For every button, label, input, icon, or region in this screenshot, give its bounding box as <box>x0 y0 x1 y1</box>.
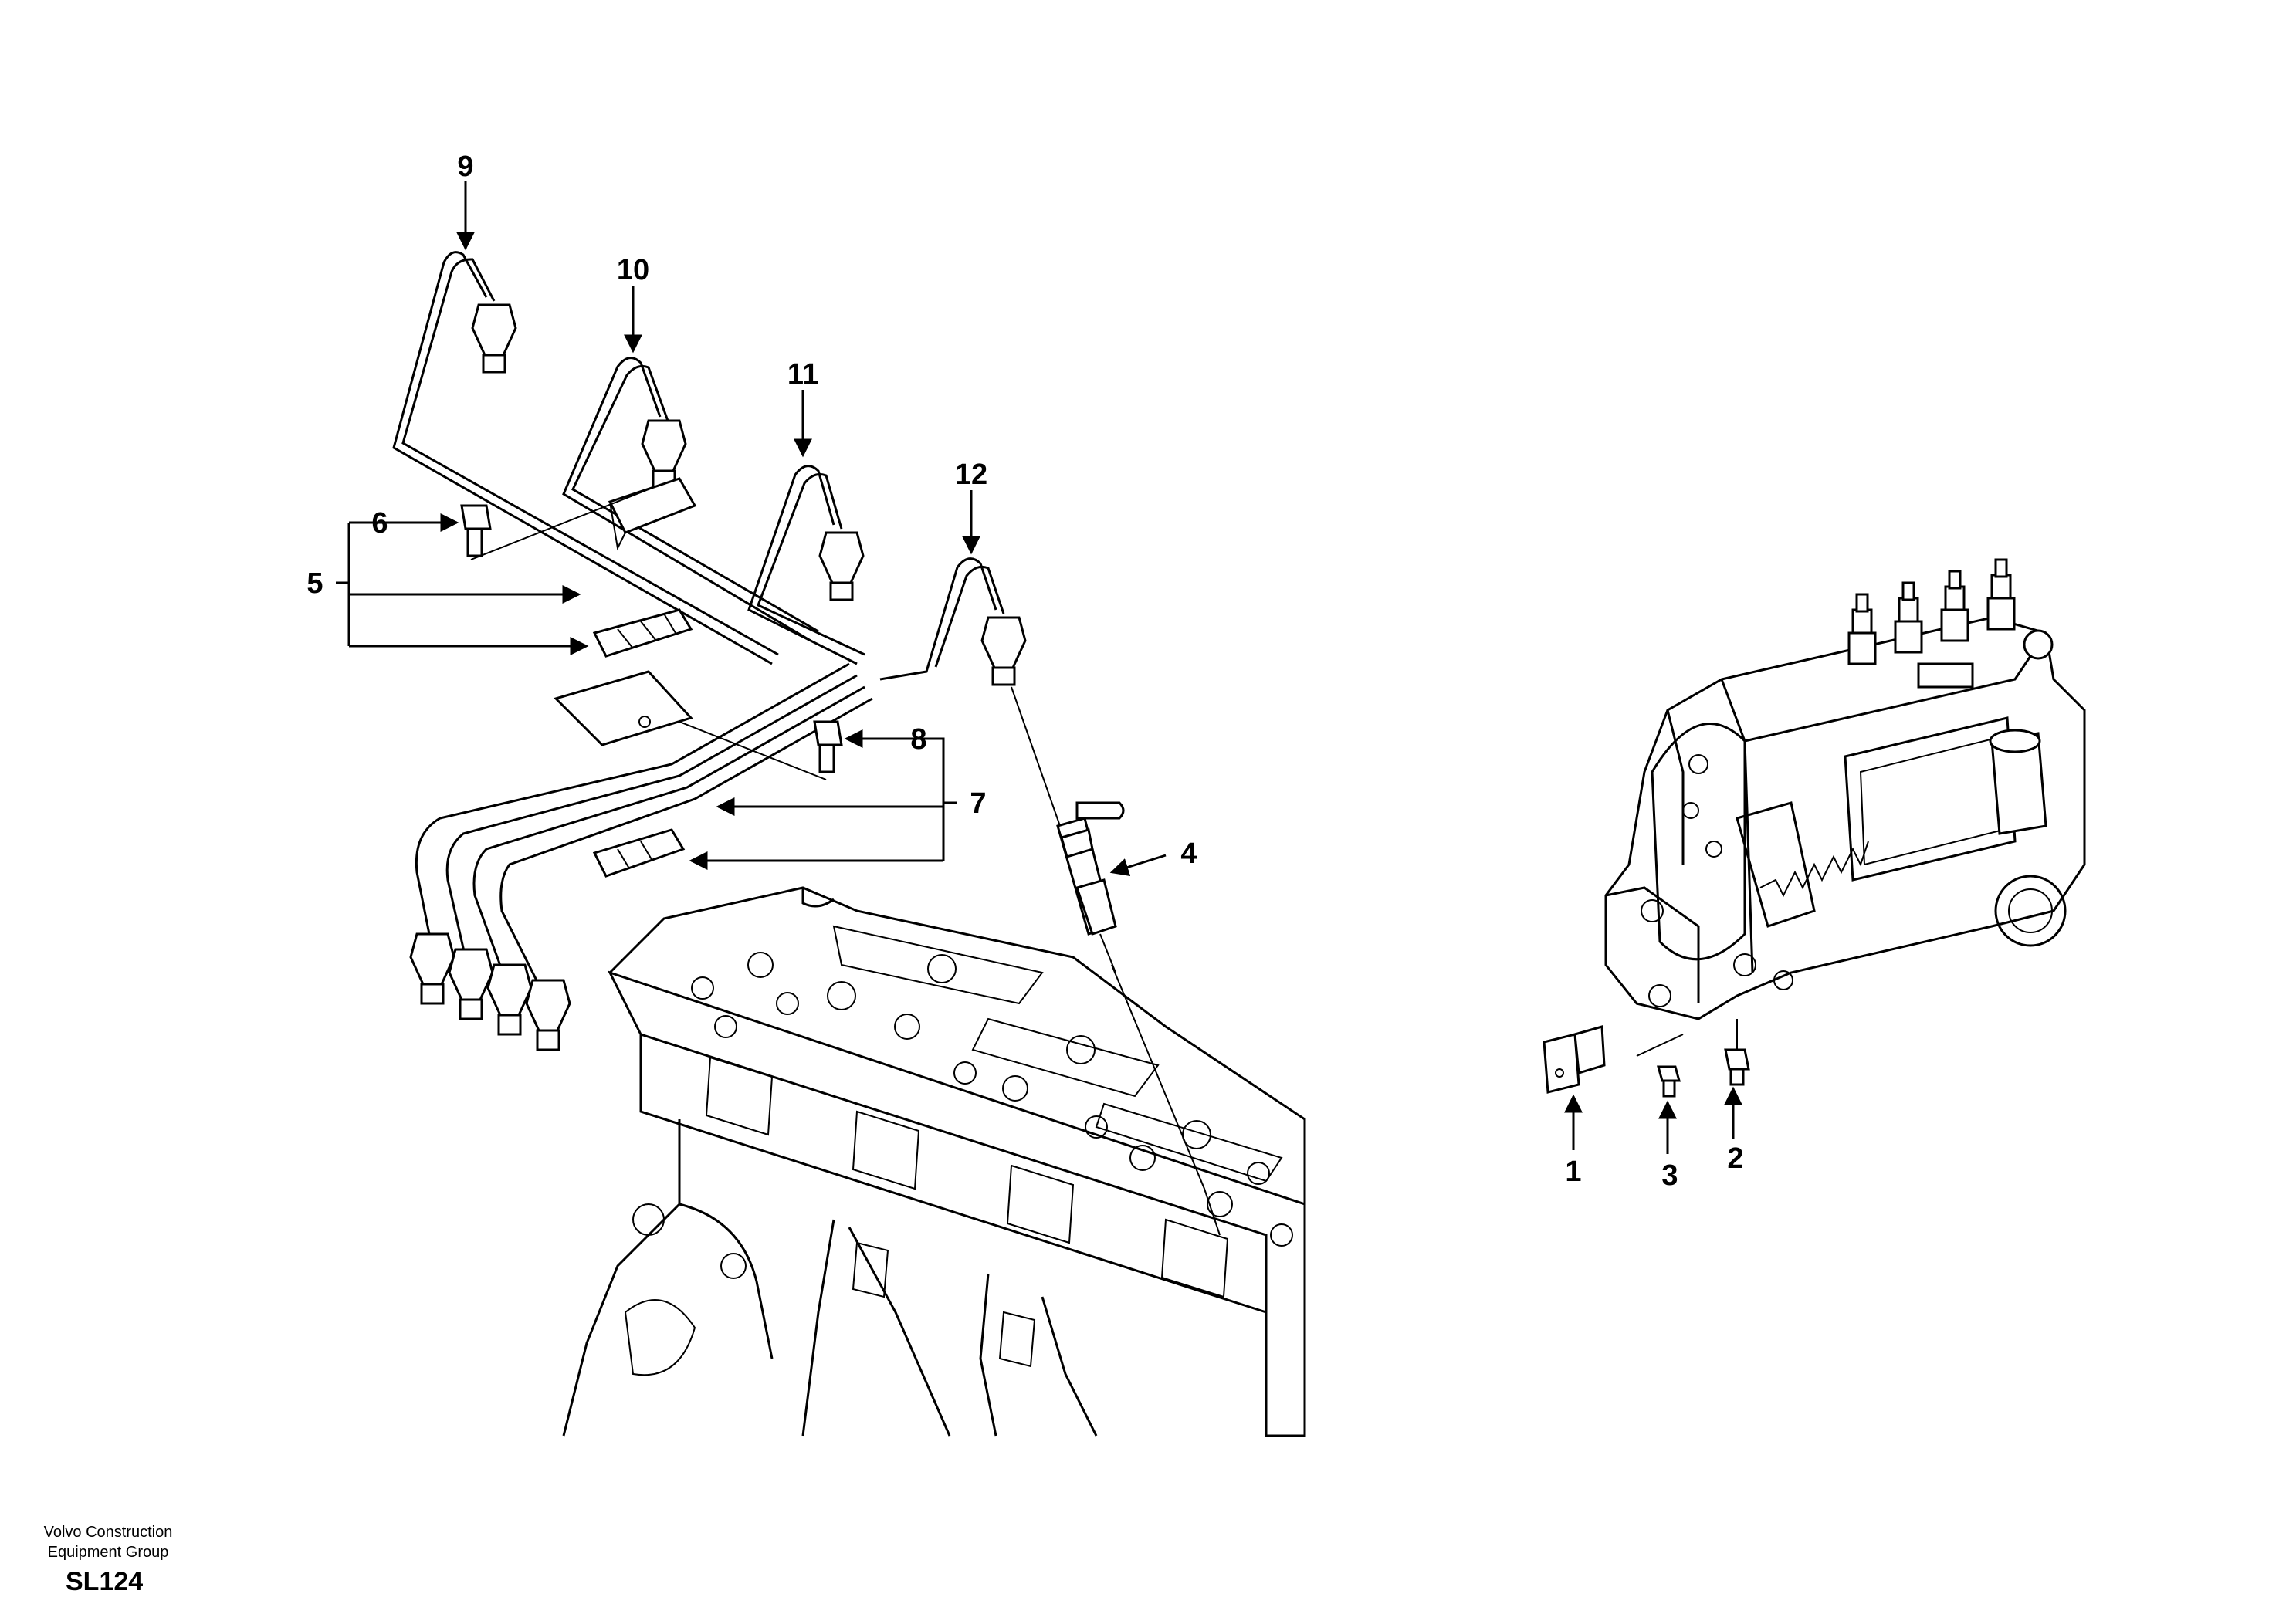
callout-2: 2 <box>1727 1142 1743 1175</box>
injection-pump-drawing <box>1543 558 2086 1098</box>
callout-6: 6 <box>371 507 388 540</box>
callout-9: 9 <box>457 151 473 183</box>
callout-8: 8 <box>910 723 926 756</box>
callout-4: 4 <box>1180 838 1197 870</box>
callout-11: 11 <box>787 358 818 391</box>
footer-company: Volvo Construction Equipment Group <box>31 1522 185 1562</box>
callout-arrows <box>336 181 1742 1154</box>
callout-7: 7 <box>970 787 986 820</box>
clamps-drawing <box>460 477 843 878</box>
footer-company-line2: Equipment Group <box>47 1544 169 1561</box>
callout-12: 12 <box>955 459 987 491</box>
injector-drawing <box>1011 686 1221 1236</box>
injection-pipes-drawing <box>392 251 1027 1051</box>
callout-5: 5 <box>306 567 323 600</box>
callout-10: 10 <box>617 254 649 286</box>
cylinder-head-drawing <box>562 886 1306 1437</box>
callout-1: 1 <box>1565 1156 1581 1188</box>
callout-3: 3 <box>1661 1159 1678 1192</box>
callout-labels: 9 10 11 12 6 5 8 7 4 1 3 2 <box>306 151 1743 1192</box>
footer-company-line1: Volvo Construction <box>43 1524 173 1541</box>
footer-diagram-code: SL124 <box>66 1567 144 1596</box>
